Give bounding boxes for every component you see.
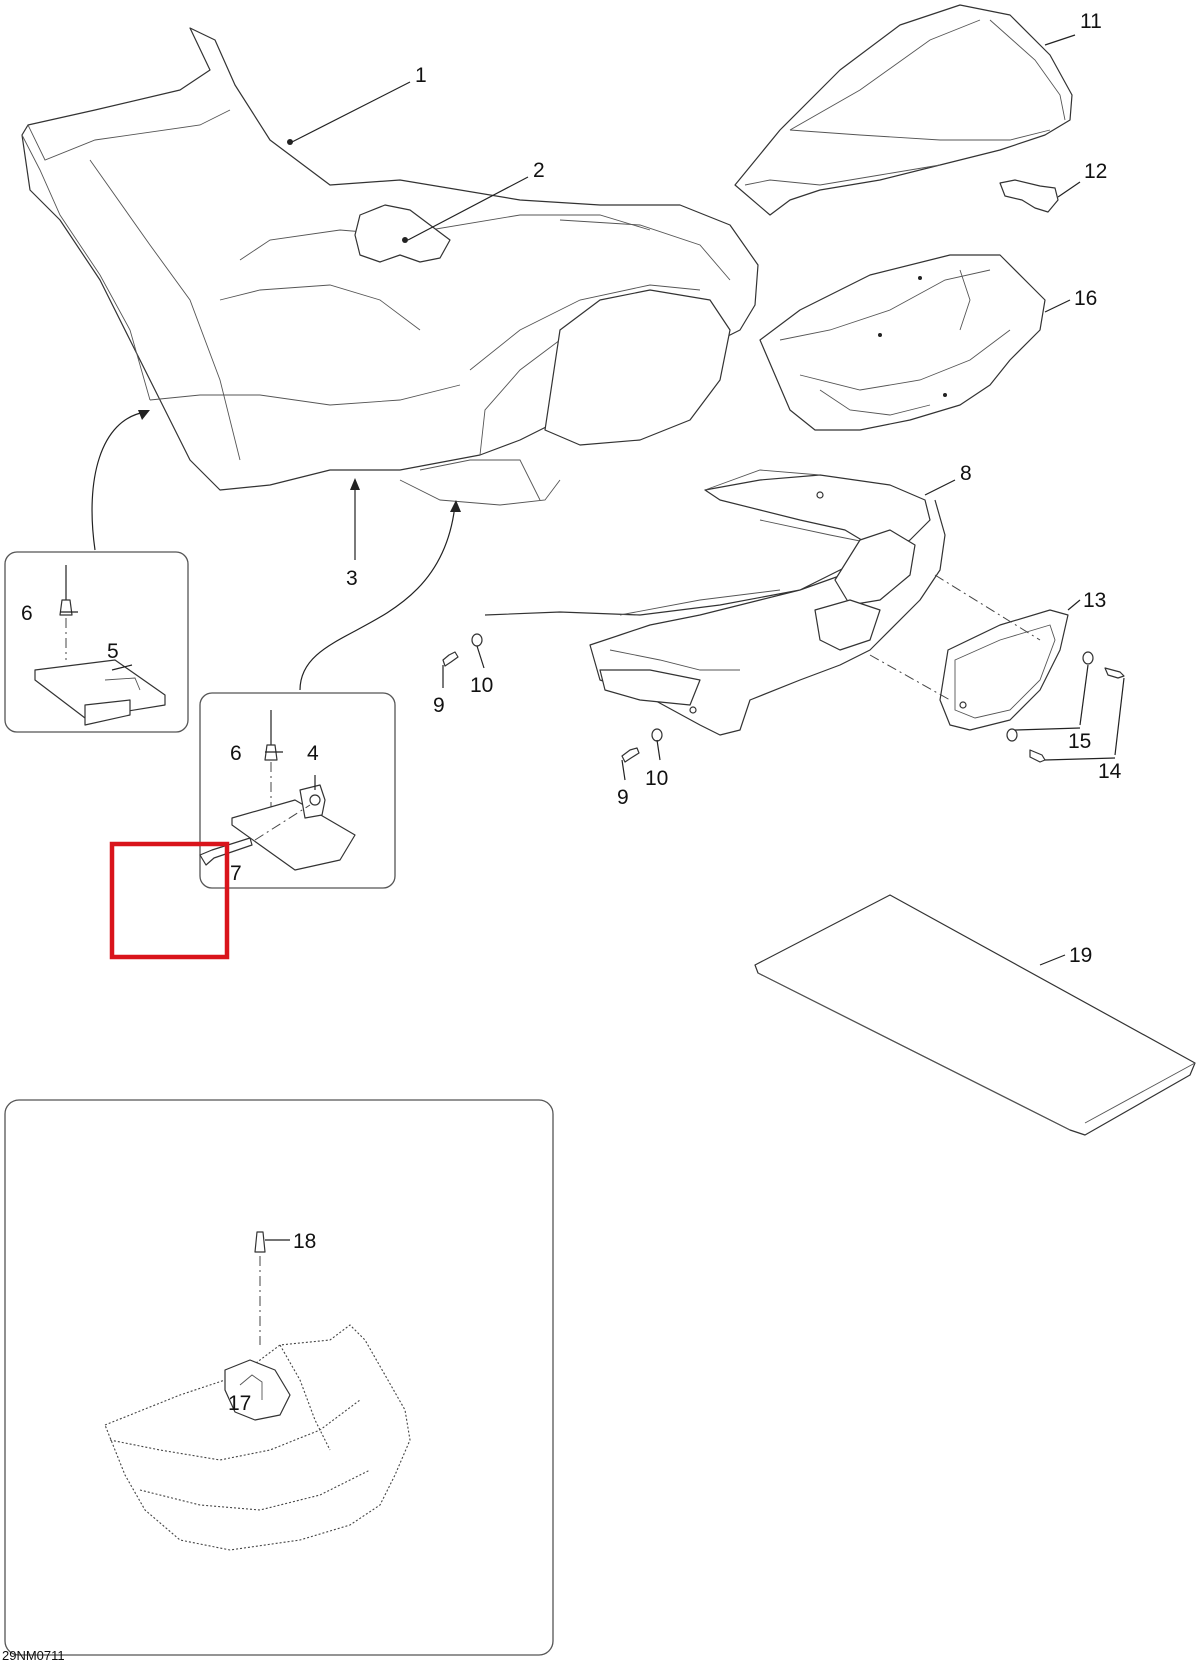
callout-5: 5 xyxy=(107,640,119,663)
callout-4: 4 xyxy=(307,742,319,765)
side-skirt-8 xyxy=(484,469,946,736)
callout-6: 6 xyxy=(21,602,33,625)
callout-16: 16 xyxy=(1074,287,1097,310)
screw-9 xyxy=(442,651,459,667)
callout-leaders xyxy=(60,34,1125,1241)
clip-17 xyxy=(224,1359,291,1421)
seat-foam-insert xyxy=(354,204,451,263)
callout-7: 7 xyxy=(230,862,242,885)
screw-14 xyxy=(1104,667,1125,679)
callout-11: 11 xyxy=(1080,10,1102,33)
side-skirt xyxy=(484,474,946,736)
callout-8: 8 xyxy=(960,462,972,485)
callout-19: 19 xyxy=(1069,944,1092,967)
bracket-4 xyxy=(231,799,356,871)
callout-10: 10 xyxy=(645,767,668,790)
arrow-to-seat-left xyxy=(91,411,146,551)
backrest-cover-11 xyxy=(734,4,1073,216)
callout-3: 3 xyxy=(346,567,358,590)
bracket-5 xyxy=(34,659,166,719)
seat-assembly xyxy=(21,27,759,506)
washer-15 xyxy=(1082,651,1094,665)
callout-14: 14 xyxy=(1098,760,1122,783)
detail-box-tray xyxy=(4,1099,554,1656)
callout-9: 9 xyxy=(617,786,629,809)
callout-12: 12 xyxy=(1084,160,1107,183)
callout-13: 13 xyxy=(1083,589,1106,612)
attach-point xyxy=(402,237,408,243)
washer-10 xyxy=(651,728,663,742)
callout-2: 2 xyxy=(533,159,545,182)
arrowhead xyxy=(350,478,360,490)
callout-1: 1 xyxy=(415,64,427,87)
washer-15 xyxy=(1006,728,1018,742)
rivet-6 xyxy=(59,599,73,616)
highlight-box xyxy=(109,841,230,960)
arrow-to-seat-rear xyxy=(299,504,456,691)
screw-14 xyxy=(1029,749,1046,763)
tail-light-13 xyxy=(869,574,1069,731)
callout-9: 9 xyxy=(433,694,445,717)
seat-rear-pad xyxy=(544,289,731,446)
storage-tray xyxy=(759,254,1046,431)
callout-15: 15 xyxy=(1068,730,1091,753)
arrowhead xyxy=(450,500,461,512)
backrest-cover-group xyxy=(734,4,1073,216)
screw-9 xyxy=(621,747,640,763)
attach-point xyxy=(287,139,293,145)
callout-labels: 1 2 3 4 5 6 6 7 8 9 9 10 10 11 12 13 14 … xyxy=(21,10,1122,1415)
callout-17: 17 xyxy=(228,1392,251,1415)
callout-10: 10 xyxy=(470,674,493,697)
rivet-18 xyxy=(254,1231,266,1253)
latch-12 xyxy=(999,179,1059,213)
arrowhead xyxy=(138,410,150,420)
detail-box-bracket-5 xyxy=(4,551,189,733)
hardware-group xyxy=(442,633,1125,763)
drawing-code: 29NM0711 xyxy=(2,1648,65,1663)
tail-light xyxy=(939,609,1069,731)
callout-6: 6 xyxy=(230,742,242,765)
callout-18: 18 xyxy=(293,1230,316,1253)
storage-tray-16 xyxy=(759,254,1046,431)
washer-10 xyxy=(471,633,483,647)
